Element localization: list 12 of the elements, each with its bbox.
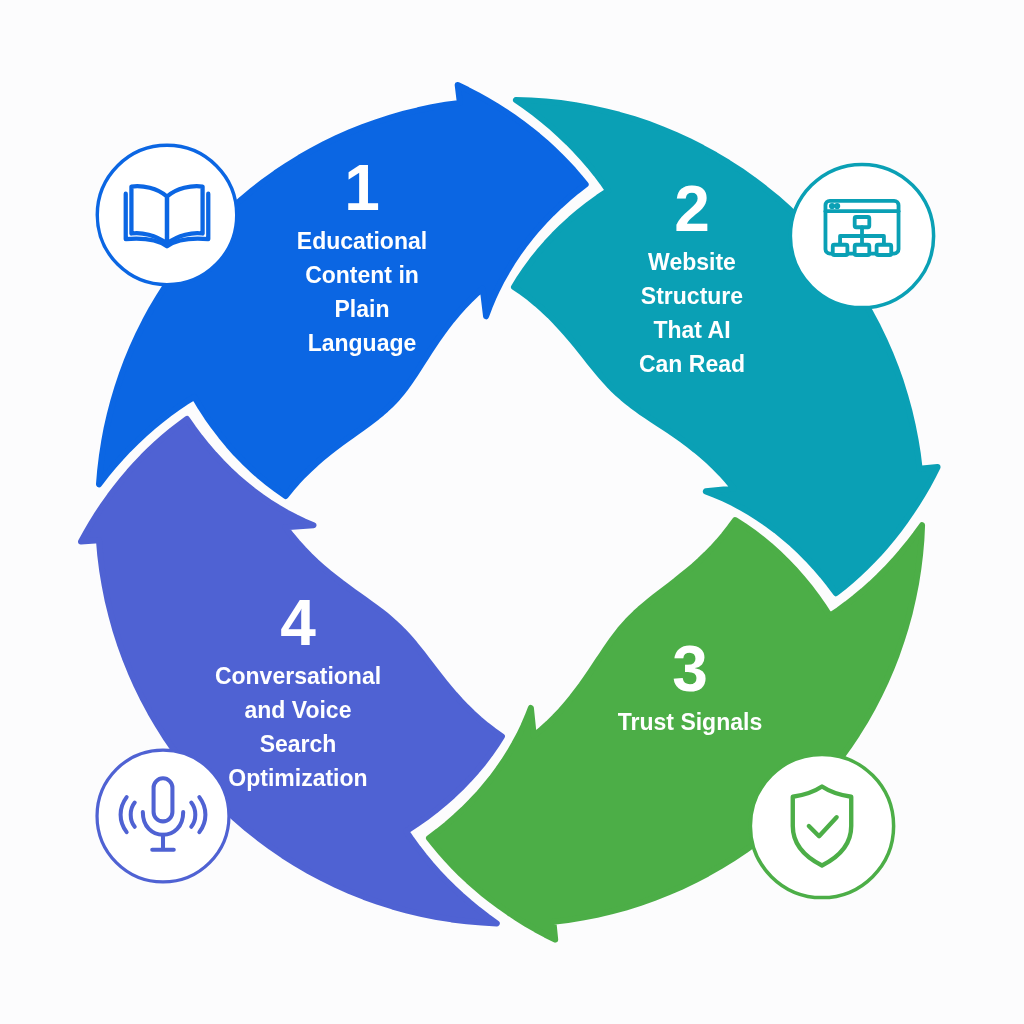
step-number: 4 (280, 591, 316, 655)
arrow-segment (78, 416, 506, 927)
arrow-segment (425, 516, 925, 943)
step-label: Conversational and Voice Search Optimization (213, 662, 383, 793)
arrow-segment (95, 82, 589, 500)
step-number: 2 (674, 177, 710, 241)
arrow-segment (511, 97, 941, 597)
step-number: 1 (344, 156, 380, 220)
step-label: Trust Signals (616, 708, 764, 737)
step-number: 3 (672, 637, 708, 701)
step-label: Educational Content in Plain Language (295, 227, 429, 358)
step-label: Website Structure That AI Can Read (637, 248, 747, 379)
